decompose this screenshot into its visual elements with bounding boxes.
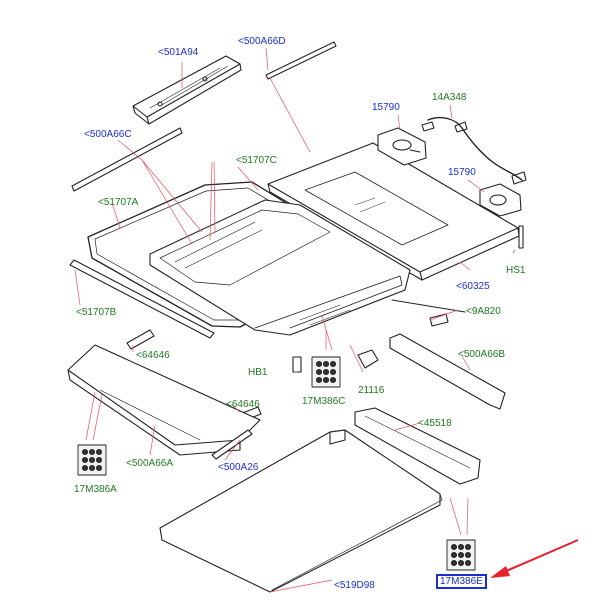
part-501A94 bbox=[132, 55, 242, 125]
label-14A348: 14A348 bbox=[432, 92, 467, 103]
part-HB1-bolt bbox=[292, 356, 302, 373]
part-15790-motor-front bbox=[377, 127, 427, 166]
label-519D98: <519D98 bbox=[334, 580, 375, 591]
label-17M386E-highlighted[interactable]: 17M386E bbox=[436, 574, 487, 589]
part-500A66B bbox=[389, 333, 506, 410]
screw-pack-17M386C bbox=[311, 356, 341, 388]
label-64646-lower: <64646 bbox=[226, 399, 260, 410]
label-501A94: <501A94 bbox=[158, 47, 199, 58]
label-500A66D: <500A66D bbox=[238, 36, 286, 47]
part-45518-sunblind-frame bbox=[354, 407, 481, 485]
part-HS1-screw bbox=[518, 225, 524, 249]
label-500A66B: <500A66B bbox=[458, 349, 505, 360]
label-51707C: <51707C bbox=[236, 155, 277, 166]
part-519D98-sunblind bbox=[159, 429, 443, 593]
label-60325: <60325 bbox=[456, 281, 490, 292]
part-15790-motor-rear bbox=[479, 183, 522, 217]
part-51707B bbox=[69, 259, 215, 339]
label-15790-front: 15790 bbox=[372, 102, 400, 113]
screw-pack-17M386E bbox=[446, 539, 476, 571]
part-9A820 bbox=[391, 299, 466, 327]
label-500A66A: <500A66A bbox=[126, 458, 173, 469]
label-9A820: <9A820 bbox=[466, 306, 501, 317]
label-21116: 21116 bbox=[358, 385, 385, 396]
label-51707A: <51707A bbox=[98, 197, 139, 208]
label-HB1: HB1 bbox=[248, 367, 268, 378]
label-HS1: HS1 bbox=[506, 265, 526, 276]
label-17M386C: 17M386C bbox=[302, 396, 346, 407]
leader-lines bbox=[74, 47, 516, 593]
label-51707B: <51707B bbox=[76, 307, 117, 318]
part-500A66D bbox=[265, 41, 337, 80]
label-500A26: <500A26 bbox=[218, 462, 259, 473]
callout-arrow bbox=[490, 539, 579, 578]
label-15790-rear: 15790 bbox=[448, 167, 476, 178]
label-45518: <45518 bbox=[418, 418, 452, 429]
part-main-frame bbox=[149, 199, 411, 336]
part-21116-bracket bbox=[357, 349, 379, 369]
label-64646-upper: <64646 bbox=[136, 350, 170, 361]
part-14A348-harness bbox=[427, 116, 523, 181]
label-17M386A: 17M386A bbox=[74, 484, 117, 495]
part-500A26 bbox=[211, 429, 253, 460]
screw-pack-17M386A bbox=[77, 444, 107, 476]
part-64646-upper bbox=[126, 329, 155, 350]
label-500A66C: <500A66C bbox=[84, 129, 132, 140]
part-500A66A-front-trim bbox=[67, 344, 261, 456]
part-500A66C bbox=[71, 127, 183, 192]
